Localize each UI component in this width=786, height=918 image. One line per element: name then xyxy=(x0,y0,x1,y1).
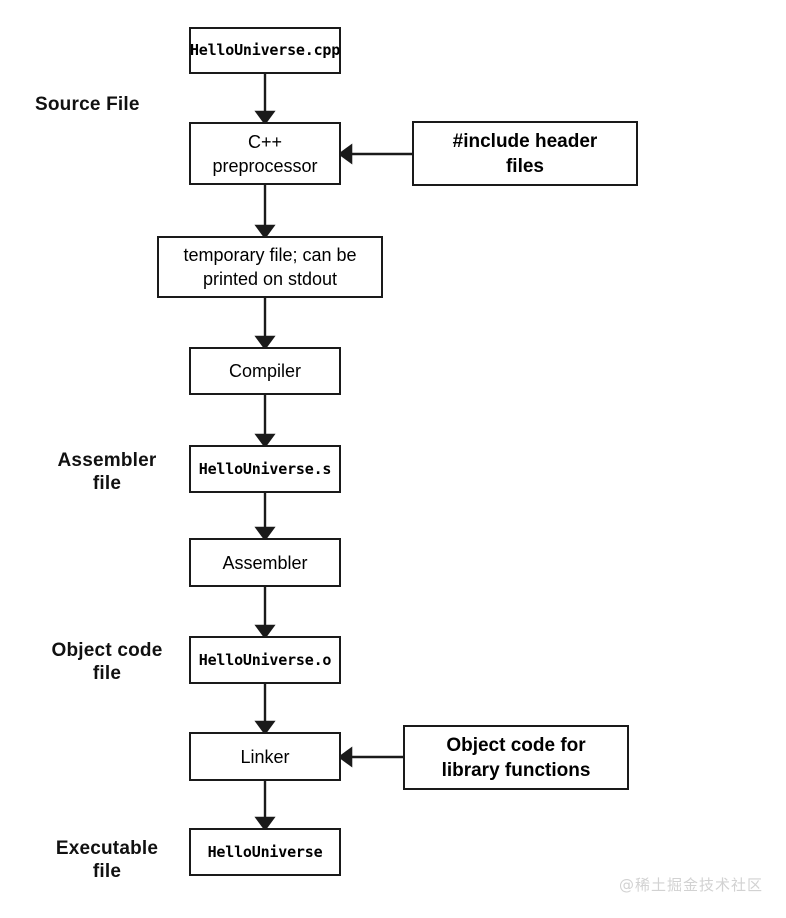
watermark: @稀土掘金技术社区 xyxy=(619,876,764,894)
source-file-label: Source File xyxy=(35,94,140,115)
node-source-file[interactable]: HelloUniverse.cpp xyxy=(189,27,341,74)
node-library-object-code-label: Object code for library functions xyxy=(441,734,591,781)
node-linker[interactable]: Linker xyxy=(189,732,341,781)
node-include-header-files[interactable]: #include header files xyxy=(412,121,638,186)
node-temporary-file-label: temporary file; can be printed on stdout xyxy=(183,245,357,289)
assembler-file-label: Assembler file xyxy=(57,450,157,494)
node-linker-label: Linker xyxy=(240,746,290,767)
node-assembly-file[interactable]: HelloUniverse.s xyxy=(189,445,341,493)
node-assembly-file-label: HelloUniverse.s xyxy=(198,459,332,478)
node-object-file[interactable]: HelloUniverse.o xyxy=(189,636,341,684)
node-preprocessor-label: C++ preprocessor xyxy=(212,131,318,176)
node-temporary-file[interactable]: temporary file; can be printed on stdout xyxy=(157,236,383,298)
node-include-header-files-label: #include header files xyxy=(452,130,598,177)
object-code-file-label: Object code file xyxy=(51,640,163,684)
node-assembler[interactable]: Assembler xyxy=(189,538,341,587)
node-assembler-label: Assembler xyxy=(222,552,308,573)
node-executable-label: HelloUniverse xyxy=(207,842,323,861)
node-compiler[interactable]: Compiler xyxy=(189,347,341,395)
node-source-file-label: HelloUniverse.cpp xyxy=(189,41,341,59)
node-object-file-label: HelloUniverse.o xyxy=(198,650,332,669)
node-compiler-label: Compiler xyxy=(228,361,302,381)
node-library-object-code[interactable]: Object code for library functions xyxy=(403,725,629,790)
node-preprocessor[interactable]: C++ preprocessor xyxy=(189,122,341,185)
executable-file-label: Executable file xyxy=(55,838,159,882)
node-executable[interactable]: HelloUniverse xyxy=(189,828,341,876)
